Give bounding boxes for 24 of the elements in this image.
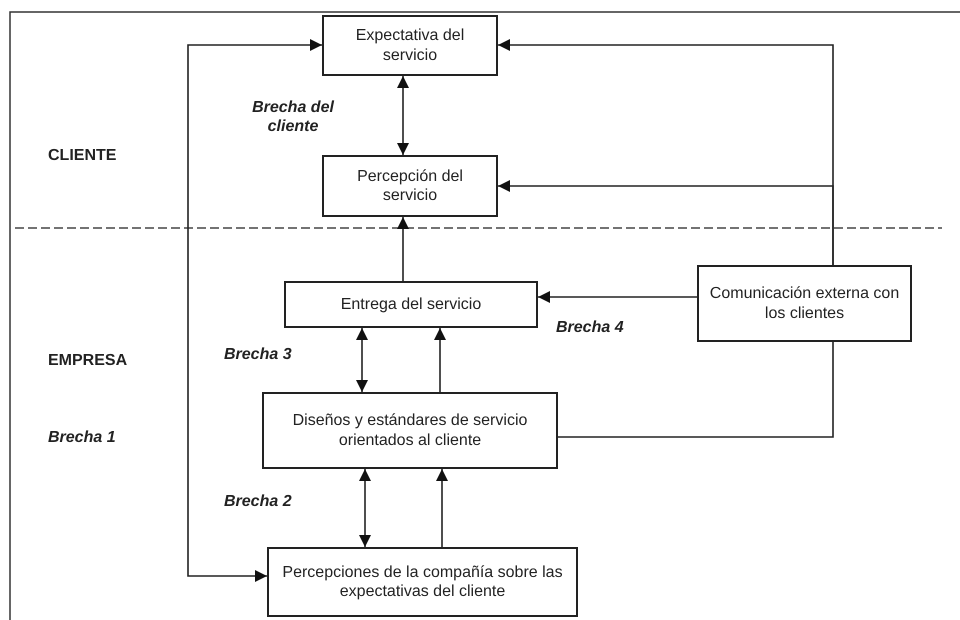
arrow bbox=[434, 328, 446, 392]
arrow bbox=[397, 76, 409, 155]
box-text: Comunicación externa con los clientes bbox=[708, 284, 900, 323]
process-box bbox=[322, 155, 498, 217]
box-text: Entrega del servicio bbox=[340, 294, 482, 314]
arrow bbox=[359, 469, 371, 547]
connector-line bbox=[558, 342, 834, 438]
arrow bbox=[397, 217, 409, 281]
arrow bbox=[498, 180, 834, 265]
process-box bbox=[697, 265, 912, 342]
box-text: Expectativa del servicio bbox=[354, 26, 466, 65]
arrow bbox=[187, 39, 322, 582]
process-box bbox=[322, 15, 498, 76]
box-text: Percepción del servicio bbox=[356, 166, 464, 206]
arrow bbox=[356, 328, 368, 392]
box-text: Percepciones de la compañía sobre las expectativas del cliente bbox=[281, 562, 564, 602]
section-label: CLIENTE bbox=[48, 147, 116, 165]
process-box bbox=[262, 392, 558, 469]
box-text: Diseños y estándares de servicio orientados al cliente bbox=[292, 411, 528, 450]
arrow bbox=[538, 291, 697, 303]
arrow bbox=[436, 469, 448, 547]
section-label: EMPRESA bbox=[48, 352, 128, 370]
process-box bbox=[284, 281, 538, 328]
process-box bbox=[267, 547, 578, 617]
